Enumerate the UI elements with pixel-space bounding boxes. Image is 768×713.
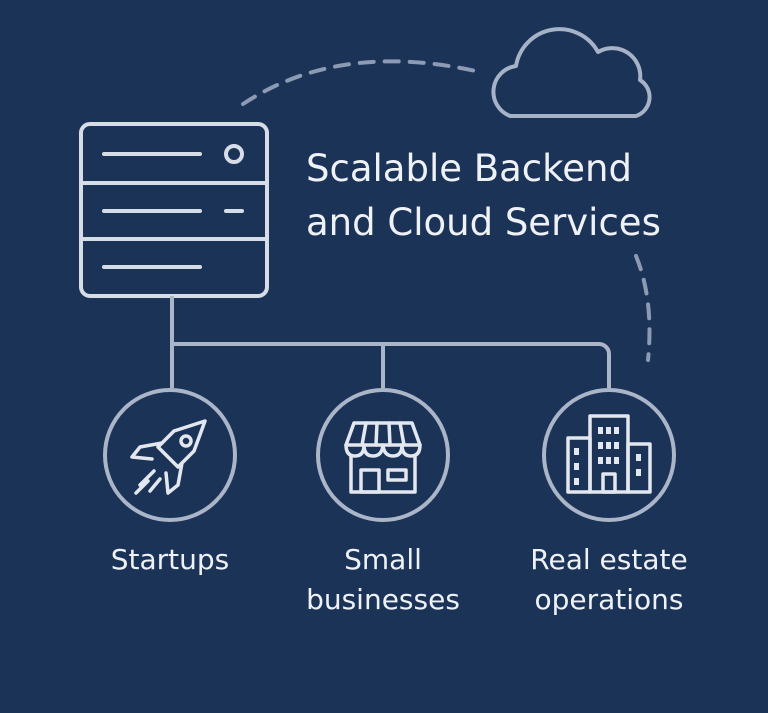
title-line-2: and Cloud Services: [306, 201, 661, 244]
dashed-connector-server-cloud: [241, 59, 482, 106]
node-circle-small-businesses: [316, 388, 450, 522]
node-label-line: Small: [344, 543, 422, 576]
server-rack-icon: [79, 122, 269, 298]
storefront-icon: [344, 421, 422, 494]
node-label-line: Real estate: [530, 543, 688, 576]
node-label-line: businesses: [306, 583, 460, 616]
node-label-small-businesses: Small businesses: [273, 540, 493, 620]
rocket-icon: [130, 419, 207, 495]
node-circle-startups: [103, 388, 237, 522]
diagram-title: Scalable Backend and Cloud Services: [306, 142, 661, 250]
buildings-icon: [566, 414, 652, 494]
dashed-connector-cloud-branch: [634, 254, 652, 362]
node-label-real-estate: Real estate operations: [504, 540, 714, 620]
node-label-startups: Startups: [70, 540, 270, 580]
node-label-line: operations: [534, 583, 684, 616]
node-circle-real-estate: [542, 388, 676, 522]
node-label-line: Startups: [110, 543, 230, 576]
cloud-icon: [491, 27, 652, 118]
tree-connectors: [170, 296, 611, 388]
title-line-1: Scalable Backend: [306, 147, 632, 190]
